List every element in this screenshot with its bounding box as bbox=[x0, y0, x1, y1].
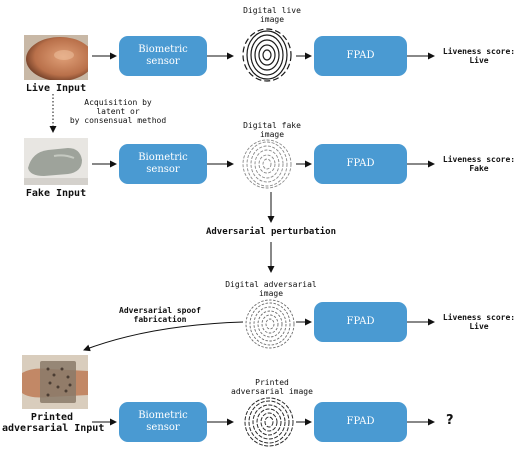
sensor-label-line2: sensor bbox=[146, 164, 180, 175]
score-fake-line2: Fake bbox=[469, 164, 489, 173]
liveness-score-fake: Liveness score:Fake bbox=[438, 155, 520, 173]
digital-fake-line1: Digital fake bbox=[243, 121, 301, 130]
digital-live-line2: image bbox=[259, 15, 285, 24]
score-live2-line2: Live bbox=[469, 322, 489, 331]
adversarial-perturbation-label: Adversarial perturbation bbox=[205, 227, 337, 237]
spoof-fabrication-line1: Adversarial spoof bbox=[119, 306, 201, 315]
score-fake-line1: Liveness score: bbox=[442, 155, 516, 164]
adversarial-fingerprint-image bbox=[245, 299, 295, 349]
acquisition-label: Acquisition by latent or by consensual m… bbox=[62, 98, 174, 125]
sensor-label-line2: sensor bbox=[146, 56, 180, 67]
printed-input-line1: Printed bbox=[30, 412, 74, 423]
fake-fingerprint-image bbox=[242, 139, 292, 189]
printed-adv-line1: Printed bbox=[255, 378, 289, 387]
liveness-score-live-1: Liveness score:Live bbox=[438, 47, 520, 65]
acquisition-line1: Acquisition by bbox=[84, 98, 152, 107]
spoof-fabrication-line2: fabrication bbox=[133, 315, 187, 324]
fpad-label-4: FPAD bbox=[346, 416, 375, 427]
fake-input-label: Fake Input bbox=[25, 188, 87, 199]
fpad-box-1: FPAD bbox=[314, 36, 407, 76]
fpad-label-1: FPAD bbox=[346, 50, 375, 61]
score-live2-line1: Liveness score: bbox=[442, 313, 516, 322]
score-live1-line1: Liveness score: bbox=[442, 47, 516, 56]
fpad-box-2: FPAD bbox=[314, 144, 407, 184]
fake-finger-photo bbox=[24, 138, 88, 185]
live-fingerprint-image bbox=[242, 28, 292, 82]
acquisition-line3: by consensual method bbox=[69, 116, 167, 125]
fpad-box-3: FPAD bbox=[314, 302, 407, 342]
printed-adv-line2: adversarial image bbox=[231, 387, 313, 396]
printed-spoof-photo bbox=[22, 355, 88, 409]
score-live1-line2: Live bbox=[469, 56, 489, 65]
live-input-label: Live Input bbox=[25, 83, 87, 94]
digital-adv-line1: Digital adversarial bbox=[225, 280, 317, 289]
fpad-label-3: FPAD bbox=[346, 316, 375, 327]
sensor-label-line2: sensor bbox=[146, 422, 180, 433]
fpad-box-4: FPAD bbox=[314, 402, 407, 442]
fpad-label-2: FPAD bbox=[346, 158, 375, 169]
digital-fake-line2: image bbox=[259, 130, 285, 139]
sensor-label-line1: Biometric bbox=[138, 44, 188, 55]
digital-adv-line2: image bbox=[258, 289, 284, 298]
printed-adversarial-fingerprint-image bbox=[244, 397, 294, 447]
sensor-label-line1: Biometric bbox=[138, 152, 188, 163]
printed-input-line2: adversarial Input bbox=[2, 423, 105, 434]
digital-live-line1: Digital live bbox=[243, 6, 301, 15]
sensor-label-line1: Biometric bbox=[138, 410, 188, 421]
unknown-result-mark: ? bbox=[446, 413, 454, 428]
liveness-score-live-2: Liveness score:Live bbox=[438, 313, 520, 331]
arrow-spoof-fabrication bbox=[83, 321, 244, 352]
acquisition-line2: latent or bbox=[96, 107, 140, 116]
live-finger-photo bbox=[24, 35, 88, 80]
